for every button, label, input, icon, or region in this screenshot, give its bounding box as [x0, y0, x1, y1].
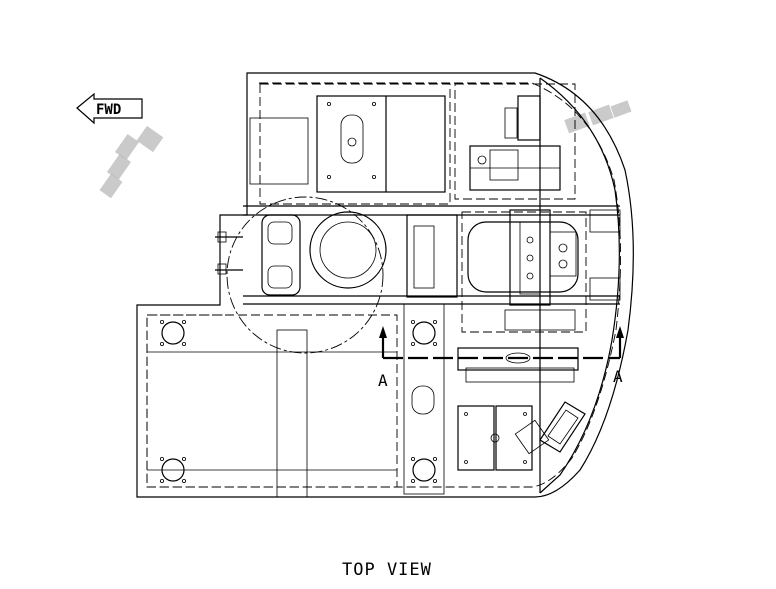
section-label-right: A	[613, 367, 623, 386]
mount-pads	[159, 319, 437, 483]
mount-pad	[410, 319, 437, 346]
section-cut-line: A A	[378, 326, 624, 390]
upper-compartment	[249, 83, 451, 205]
mount-pad	[159, 456, 186, 483]
redacted-label-right	[564, 100, 632, 134]
view-caption: TOP VIEW	[342, 560, 432, 580]
fwd-label: FWD	[96, 102, 121, 118]
lower-left-platform	[146, 314, 398, 498]
redacted-label-left	[99, 125, 164, 199]
lower-right-components	[457, 347, 586, 471]
fwd-arrow: FWD	[76, 92, 143, 125]
center-panel	[403, 214, 458, 495]
mount-pad	[410, 456, 437, 483]
pump-assembly-upper	[454, 83, 576, 200]
valve-assembly	[461, 209, 587, 333]
mount-pad	[159, 319, 186, 346]
section-label-left: A	[378, 371, 388, 390]
swing-housing	[215, 196, 387, 354]
main-frame	[136, 72, 634, 498]
